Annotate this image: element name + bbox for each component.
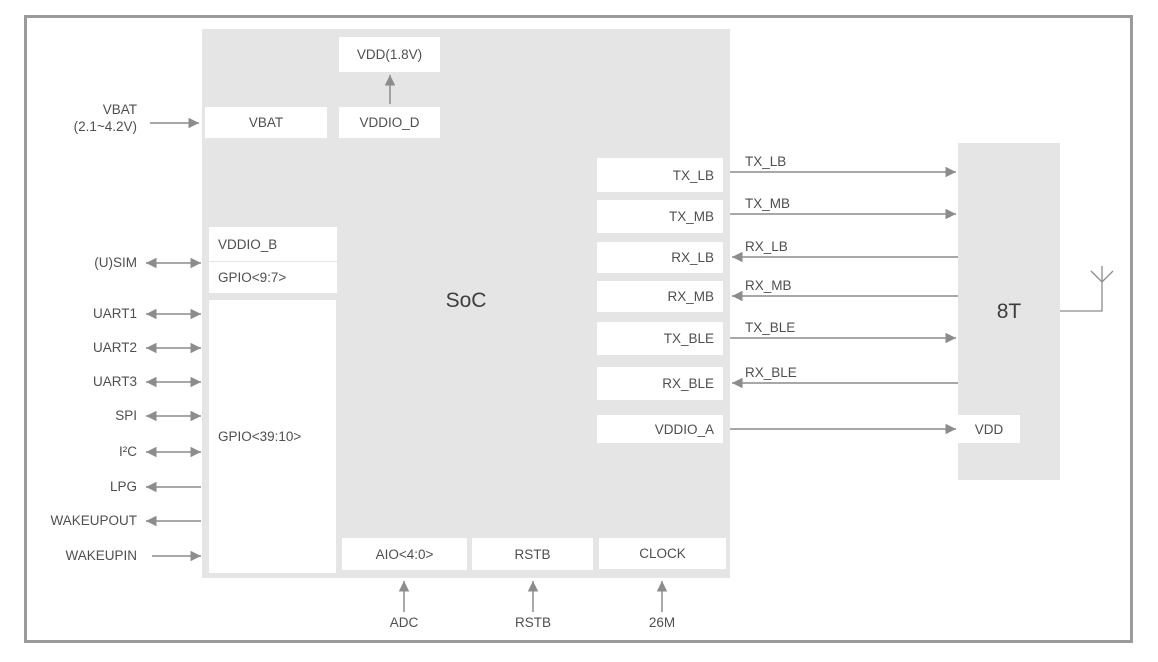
soc-box-gpio-9-7-label: GPIO<9:7>	[218, 270, 287, 285]
soc-box-tx-mb: TX_MB	[597, 200, 723, 233]
port-label-wakeupout: WAKEUPOUT	[50, 513, 137, 528]
soc-box-vddio-a: VDDIO_A	[597, 415, 723, 443]
soc-box-vddio-b: VDDIO_B	[209, 227, 337, 261]
soc-box-rx-lb-label: RX_LB	[671, 250, 714, 265]
soc-box-vddio-d: VDDIO_D	[339, 107, 440, 138]
soc-box-vddio-b-label: VDDIO_B	[218, 236, 278, 252]
soc-box-rx-lb: RX_LB	[597, 242, 723, 273]
soc-box-aio: AIO<4:0>	[342, 538, 467, 570]
port-label-usim: (U)SIM	[94, 255, 137, 270]
port-label-lpg: LPG	[109, 479, 137, 494]
port-label-uart2: UART2	[92, 340, 137, 355]
soc-box-vddio-a-label: VDDIO_A	[654, 421, 714, 437]
soc-box-vdd18-label: VDD(1.8V)	[356, 47, 423, 62]
soc-box-tx-ble: TX_BLE	[597, 322, 723, 355]
soc-box-rstb-label: RSTB	[514, 546, 551, 562]
soc-box-rx-mb-label: RX_MB	[667, 289, 714, 304]
soc-box-vdd18: VDD(1.8V)	[339, 37, 440, 72]
soc-box-tx-ble-label: TX_BLE	[663, 331, 714, 346]
soc-box-clock: CLOCK	[599, 538, 726, 569]
rf-module-vdd-box: VDD	[958, 415, 1020, 443]
signal-label-tx-ble: TX_BLE	[745, 320, 796, 335]
signal-label-rx-mb: RX_MB	[745, 278, 792, 293]
soc-box-tx-mb-label: TX_MB	[668, 209, 714, 224]
port-label-rstb-bottom: RSTB	[514, 615, 551, 630]
signal-label-tx-mb: TX_MB	[745, 196, 791, 211]
signal-label-rx-ble: RX_BLE	[745, 365, 797, 380]
soc-box-gpio-39-10: GPIO<39:10>	[209, 300, 336, 573]
soc-box-tx-lb-label: TX_LB	[672, 167, 714, 183]
soc-box-vddio-d-label: VDDIO_D	[359, 115, 420, 130]
soc-box-rx-ble: RX_BLE	[597, 367, 723, 400]
soc-title: SoC	[445, 289, 487, 312]
soc-box-aio-label: AIO<4:0>	[375, 546, 434, 562]
port-label-uart1: UART1	[92, 306, 137, 321]
soc-box-vbat: VBAT	[205, 107, 327, 138]
port-label-uart3: UART3	[92, 374, 137, 389]
soc-box-tx-lb: TX_LB	[597, 158, 723, 192]
signal-label-tx-lb: TX_LB	[745, 154, 787, 169]
soc-box-gpio-39-10-label: GPIO<39:10>	[218, 429, 302, 444]
port-label-adc: ADC	[389, 615, 419, 630]
port-label-26m: 26M	[648, 615, 676, 630]
port-label-spi: SPI	[115, 408, 137, 423]
port-label-i2c: I²C	[119, 444, 137, 459]
soc-box-rstb: RSTB	[472, 538, 593, 570]
soc-box-clock-label: CLOCK	[639, 546, 686, 561]
rf-module-vdd-label: VDD	[974, 421, 1004, 437]
soc-box-vbat-label: VBAT	[248, 115, 284, 130]
port-label-wakeupin: WAKEUPIN	[65, 548, 137, 563]
rf-module-title: 8T	[996, 300, 1022, 323]
port-label-vbat: VBAT (2.1~4.2V)	[73, 102, 137, 134]
soc-box-rx-ble-label: RX_BLE	[662, 376, 714, 391]
soc-box-rx-mb: RX_MB	[597, 281, 723, 312]
signal-label-rx-lb: RX_LB	[745, 239, 788, 254]
soc-box-gpio-9-7: GPIO<9:7>	[209, 262, 337, 293]
